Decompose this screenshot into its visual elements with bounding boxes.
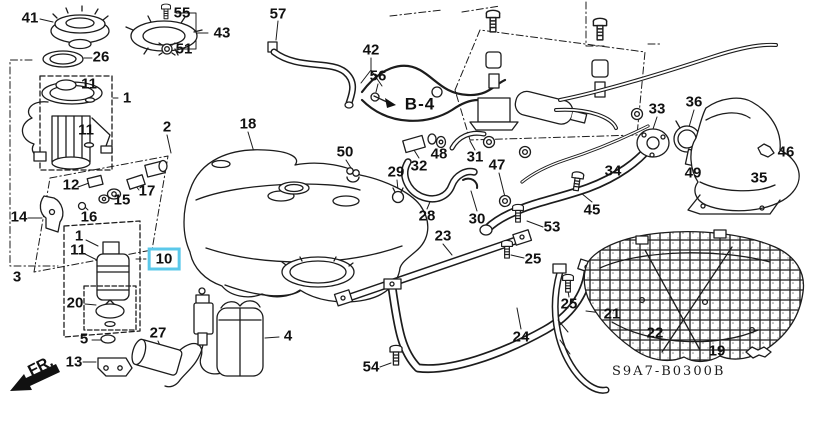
part-label-14: 14 [10, 208, 28, 226]
part-label-17: 17 [138, 182, 156, 200]
part-label-23: 23 [434, 227, 452, 245]
part-label-34: 34 [604, 162, 622, 180]
part-label-13: 13 [65, 353, 83, 371]
fuel-pump-module-drawing [21, 3, 203, 171]
filler-pipe-cover-drawing [687, 97, 800, 215]
part-label-16: 16 [80, 208, 98, 226]
part-label-2: 2 [162, 118, 172, 136]
part-label-3: 3 [12, 268, 22, 286]
fuel-hose-joints-drawing [346, 130, 512, 208]
part-label-53: 53 [543, 218, 561, 236]
part-label-47: 47 [488, 156, 506, 174]
part-label-25: 25 [524, 250, 542, 268]
part-label-5: 5 [79, 330, 89, 348]
part-label-11: 11 [78, 121, 94, 139]
part-label-1: 1 [122, 89, 132, 107]
part-label-43: 43 [213, 24, 231, 42]
part-label-b-4: B-4 [404, 94, 436, 114]
part-label-41: 41 [21, 9, 39, 27]
canister-27-drawing [131, 338, 225, 376]
part-label-54: 54 [362, 358, 380, 376]
fuel-pump-10-drawing [63, 220, 141, 377]
part-label-4: 4 [283, 327, 293, 345]
part-label-49: 49 [684, 164, 702, 182]
part-label-20: 20 [66, 294, 84, 312]
vent-harness-drawing [360, 64, 507, 122]
vent-hose-57-drawing [267, 41, 357, 109]
part-label-11: 11 [70, 241, 86, 259]
part-label-48: 48 [430, 145, 448, 163]
part-label-35: 35 [750, 169, 768, 187]
part-label-55: 55 [173, 4, 191, 22]
part-label-18: 18 [239, 115, 257, 133]
part-label-22: 22 [646, 324, 664, 342]
part-label-29: 29 [387, 163, 405, 181]
part-label-12: 12 [62, 176, 80, 194]
part-label-1: 1 [74, 227, 84, 245]
fuel-filter-assembly-drawing [431, 9, 778, 159]
part-label-45: 45 [583, 201, 601, 219]
part-label-27: 27 [149, 324, 167, 342]
part-label-11: 11 [81, 75, 97, 93]
part-label-24: 24 [512, 328, 530, 346]
part-label-51: 51 [175, 40, 193, 58]
fr-direction-arrow [10, 364, 60, 391]
diagram-code: S9A7-B0300B [612, 364, 726, 379]
part-label-15: 15 [113, 191, 131, 209]
part-label-26: 26 [92, 48, 110, 66]
part-label-56: 56 [369, 67, 387, 85]
part-label-42: 42 [362, 41, 380, 59]
part-label-10: 10 [147, 247, 181, 271]
part-label-19: 19 [708, 342, 726, 360]
reference-brackets [9, 1, 661, 273]
part-label-30: 30 [468, 210, 486, 228]
part-label-21: 21 [603, 305, 621, 323]
part-label-46: 46 [777, 143, 795, 161]
fuel-tank-drawing [183, 149, 429, 303]
part-label-33: 33 [648, 100, 666, 118]
part-label-31: 31 [466, 148, 484, 166]
part-label-50: 50 [336, 143, 354, 161]
part-label-57: 57 [269, 5, 287, 23]
tank-guard-plate-drawing [583, 229, 805, 363]
filler-neck-parts-drawing [636, 120, 701, 167]
part-label-28: 28 [418, 207, 436, 225]
part-label-32: 32 [410, 157, 428, 175]
part-label-36: 36 [685, 93, 703, 111]
joint-fittings-drawing [39, 159, 168, 233]
canister-assembly-4-drawing [164, 287, 264, 388]
part-label-25: 25 [560, 295, 578, 313]
